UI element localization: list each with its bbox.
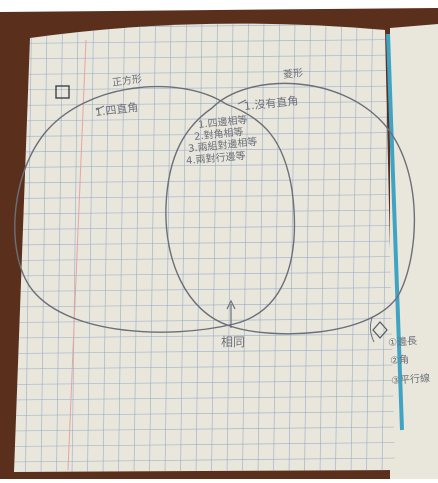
grid-line <box>14 271 395 277</box>
grid-lines <box>14 23 395 472</box>
grid-line <box>14 333 395 339</box>
grid-line <box>14 194 395 199</box>
grid-line <box>14 240 395 246</box>
rhombus-title: 菱形 <box>282 67 304 81</box>
grid-line <box>14 132 395 137</box>
grid-line <box>273 23 280 472</box>
grid-line <box>14 457 395 463</box>
grid-line <box>335 23 342 472</box>
grid-line <box>25 23 32 472</box>
grid-line <box>14 70 395 75</box>
grid-line <box>14 426 395 432</box>
grid-line <box>14 442 395 447</box>
grid-line <box>14 225 395 230</box>
grid-line <box>14 318 395 323</box>
grid-line <box>366 23 373 472</box>
grid-line <box>14 395 395 401</box>
grid-line <box>226 23 234 472</box>
grid-line <box>14 349 395 354</box>
grid-line <box>164 23 172 472</box>
grid-line <box>14 256 395 261</box>
left-label-tick <box>95 105 105 111</box>
intersection-label: 相同 <box>221 335 246 349</box>
grid-line <box>195 23 203 472</box>
grid-line <box>14 101 395 106</box>
grid-line <box>211 23 218 472</box>
grid-line <box>14 116 395 122</box>
grid-line <box>242 23 249 472</box>
grid-line <box>14 380 395 385</box>
notebook-blue-edge <box>386 33 404 431</box>
grid-line <box>14 178 395 184</box>
grid-line <box>288 23 296 472</box>
key-item: ①邊長 <box>387 335 418 349</box>
right-venn-circle <box>165 82 416 335</box>
grid-line <box>14 39 395 44</box>
next-notebook-page <box>390 24 438 479</box>
grid-line <box>14 147 395 153</box>
grid-line <box>40 23 48 472</box>
grid-line <box>14 163 395 168</box>
small-square-box-icon <box>55 85 70 99</box>
grid-line <box>149 23 156 472</box>
grid-line <box>350 23 358 472</box>
grid-line <box>14 364 395 370</box>
grid-line <box>133 23 141 472</box>
grid-line <box>14 411 395 416</box>
grid-line <box>257 23 265 472</box>
key-item: ②角 <box>389 354 410 367</box>
left-venn-circle <box>14 85 296 333</box>
grid-line <box>180 23 187 472</box>
grid-line <box>319 23 327 472</box>
grid-line <box>14 54 395 60</box>
grid-line <box>14 85 395 91</box>
right-label-tick <box>237 99 247 105</box>
grid-line <box>304 23 311 472</box>
diamond-icon <box>372 321 388 339</box>
intersection-arrow-head <box>226 299 236 310</box>
key-bracket <box>369 317 375 343</box>
grid-line <box>14 209 395 215</box>
red-margin-line <box>67 39 87 471</box>
key-item: ③平行線 <box>390 373 431 387</box>
